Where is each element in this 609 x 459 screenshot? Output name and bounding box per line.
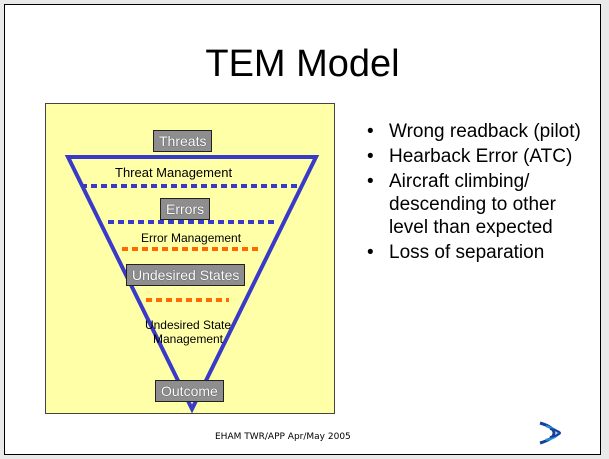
usm-line-2: Management: [152, 332, 224, 346]
bullet-item: • Wrong readback (pilot): [367, 120, 592, 143]
bullet-dot: •: [367, 171, 374, 192]
bullet-text: Loss of separation: [389, 242, 545, 263]
slide-footer: EHAM TWR/APP Apr/May 2005: [215, 432, 351, 442]
bullet-dot: •: [367, 146, 374, 167]
slide: TEM Model Threats Threat Management Erro…: [4, 4, 601, 455]
errors-label: Errors: [160, 198, 211, 220]
usm-line-1: Undesired State: [144, 318, 232, 332]
outcome-label: Outcome: [155, 380, 224, 402]
bullet-list: • Wrong readback (pilot) • Hearback Error …: [367, 120, 592, 266]
tem-diagram: Threats Threat Management Errors Error M…: [45, 103, 335, 414]
lvnl-logo-icon: [539, 421, 562, 445]
bullet-text: Aircraft climbing/ descending to other l…: [389, 171, 556, 238]
bullet-dot: •: [367, 121, 374, 142]
threats-label: Threats: [153, 130, 213, 152]
undesired-states-label: Undesired States: [126, 264, 246, 286]
undesired-state-management-label: Undesired State Management: [118, 318, 258, 346]
bullet-dot: •: [367, 242, 374, 263]
bullet-text: Hearback Error (ATC): [389, 146, 573, 167]
bullet-text: Wrong readback (pilot): [389, 121, 581, 142]
bullet-item: • Loss of separation: [367, 241, 592, 264]
bullet-item: • Aircraft climbing/ descending to other …: [367, 170, 592, 239]
slide-title: TEM Model: [205, 43, 400, 85]
bullet-item: • Hearback Error (ATC): [367, 145, 592, 168]
threat-management-label: Threat Management: [115, 165, 233, 180]
error-management-label: Error Management: [141, 231, 242, 245]
